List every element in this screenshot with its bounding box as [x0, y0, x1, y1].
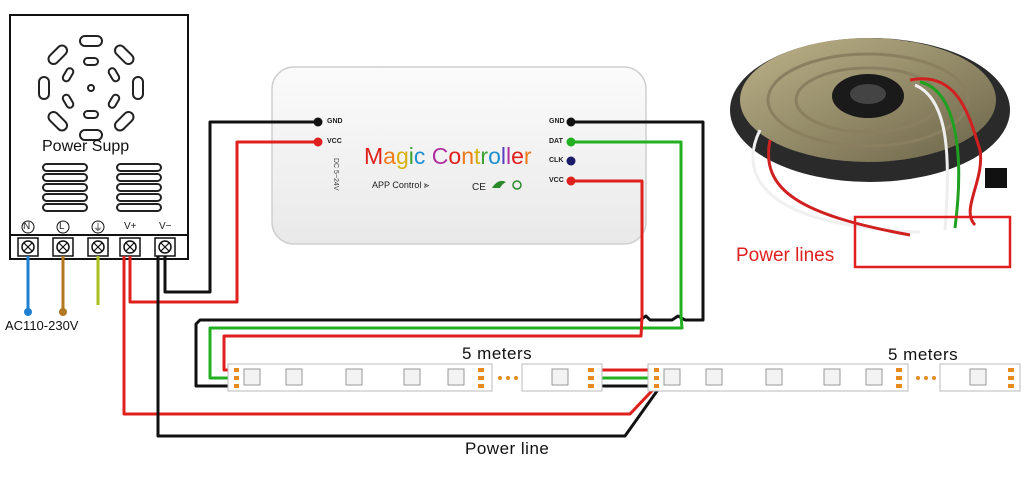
terminal-ground-icon: ⏚	[93, 223, 103, 234]
svg-text:CE: CE	[472, 182, 486, 193]
controller-title-letter: o	[488, 143, 501, 169]
strip1-leds	[243, 368, 569, 386]
strip2-leds	[663, 368, 987, 386]
terminal-vplus-label: V+	[124, 221, 137, 232]
controller-title-letter: r	[523, 143, 532, 169]
power-supply-title: Power Supp	[42, 138, 130, 155]
controller-title-letter: a	[383, 143, 396, 169]
strip1-length-label: 5 meters	[462, 344, 533, 363]
controller-title-letter: l	[505, 143, 512, 169]
pin-dat-right: DAT	[549, 138, 563, 145]
fan-vent-icon	[38, 35, 144, 141]
pin-clk-right: CLK	[549, 157, 564, 164]
ac-voltage-label: AC110-230V	[5, 318, 79, 333]
controller-title-letter: o	[448, 143, 462, 169]
strip2-length-label: 5 meters	[888, 345, 959, 364]
app-control-text: APP Control	[372, 180, 422, 190]
led-strip-1	[227, 363, 603, 392]
pin-vcc-right: VCC	[549, 177, 564, 184]
controller-title-letter: n	[461, 143, 474, 169]
power-supply	[9, 14, 189, 260]
controller-title-letter: C	[431, 143, 449, 169]
power-lines-highlight-box	[853, 215, 1012, 269]
terminal-vminus-label: V−	[159, 221, 172, 232]
ac-wires	[24, 256, 100, 316]
terminal-l-label: L	[59, 221, 65, 232]
led-reel-image	[730, 38, 1012, 269]
wires	[122, 120, 705, 438]
controller-subtitle: APP Control ⪢	[372, 180, 429, 191]
pin-gnd-right: GND	[549, 118, 565, 125]
controller-title-letter: i	[408, 143, 414, 169]
controller-voltage: DC 5~24V	[332, 158, 339, 191]
controller-title-letter: c	[413, 143, 426, 169]
power-line-label: Power line	[465, 439, 550, 458]
wireless-icon: ⪢	[423, 180, 429, 190]
controller-title-letter: M	[364, 143, 384, 169]
slot-vents	[42, 163, 162, 212]
led-strip-2	[647, 363, 1021, 392]
pin-gnd-left: GND	[327, 118, 343, 125]
controller-title-letter: e	[511, 143, 524, 169]
pin-vcc-left: VCC	[327, 138, 342, 145]
controller-title-letter: t	[474, 143, 481, 169]
power-lines-label: Power lines	[736, 245, 835, 266]
terminal-n-label: N	[23, 221, 31, 232]
controller-title-letter: g	[395, 143, 409, 169]
controller-title-letter: r	[480, 143, 489, 169]
controller-title-letter: l	[500, 143, 506, 169]
controller-title: Magic Controller	[364, 143, 532, 170]
